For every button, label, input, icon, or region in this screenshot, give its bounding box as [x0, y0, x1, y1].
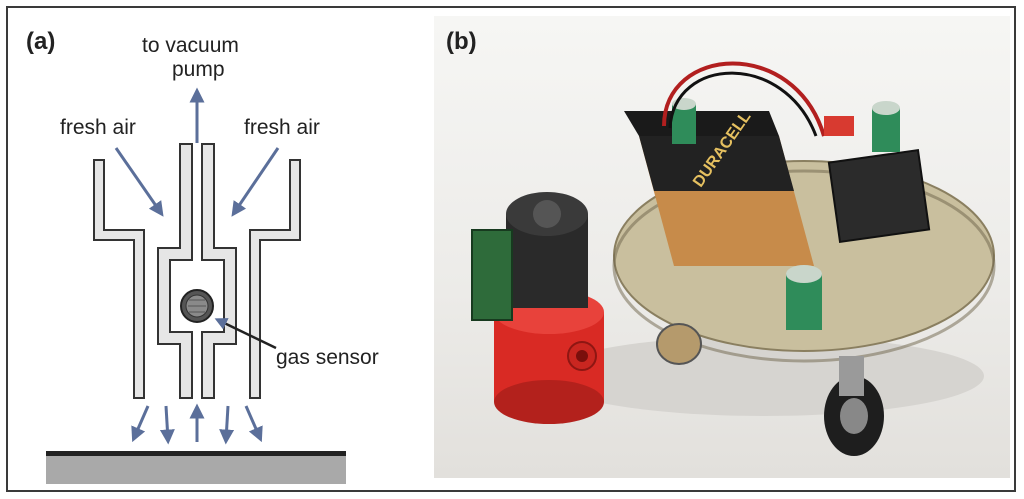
capacitor-right [872, 101, 900, 152]
capacitor-bottom [786, 265, 822, 330]
flow-arrow-1 [131, 405, 150, 443]
surface [46, 456, 346, 484]
fan [506, 192, 588, 308]
fresh-air-label-right: fresh air [244, 116, 320, 139]
battery [624, 111, 814, 266]
outer-tube-left-wall [93, 159, 145, 399]
panel-b-label: (b) [446, 28, 477, 55]
wire-loop [662, 61, 826, 137]
wheel-left [656, 323, 702, 365]
flow-arrow-5 [244, 405, 263, 443]
surface-top-line [46, 451, 346, 456]
to-vacuum-label-line1: to vacuum [142, 34, 239, 57]
robot-photo: DURACELL [434, 16, 1010, 478]
gas-sensor-label: gas sensor [276, 346, 379, 369]
inner-tube-right-wall [201, 143, 237, 399]
microcontroller-chip [827, 148, 931, 244]
robot-illustration: DURACELL [471, 61, 996, 456]
wheel-right [824, 356, 884, 456]
panel-a-label: (a) [26, 28, 56, 55]
panel-a: (a) to vacuum pump fresh air fresh air g… [8, 8, 428, 490]
inner-tube-left-wall [157, 143, 193, 399]
fresh-air-label-left: fresh air [60, 116, 136, 139]
sensor-board [471, 229, 513, 321]
fresh-air-arrow-left [114, 147, 164, 217]
fresh-air-arrow-right [231, 147, 280, 217]
gas-sensor-pointer [214, 318, 277, 350]
outer-tube-right-wall [249, 159, 301, 399]
sniffer-schematic [46, 87, 346, 484]
to-vacuum-label-line2: pump [172, 58, 225, 81]
flow-arrow-2 [159, 405, 175, 445]
dip-switch [824, 116, 854, 136]
figure: (a) to vacuum pump fresh air fresh air g… [6, 6, 1016, 492]
flow-arrow-4 [219, 405, 235, 445]
